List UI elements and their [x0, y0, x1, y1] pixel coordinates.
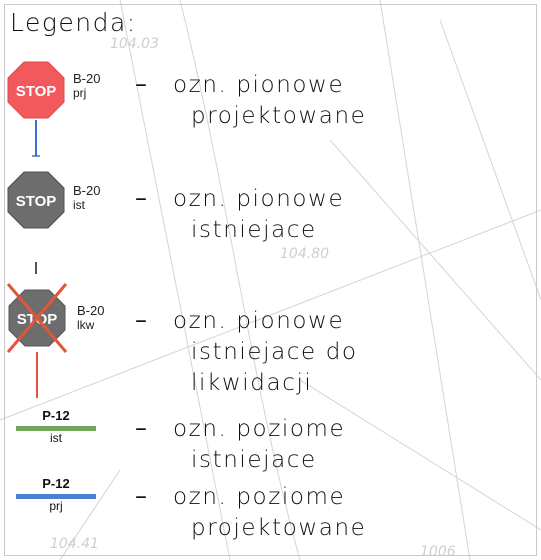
marking-code: P-12 — [42, 476, 70, 491]
stop-sign-existing-icon: STOP — [7, 171, 65, 274]
stop-sign-removal-icon: STOP — [6, 283, 68, 398]
legend-frame — [4, 4, 537, 556]
dash: – — [135, 306, 147, 334]
svg-text:STOP: STOP — [16, 193, 57, 210]
svg-text:STOP: STOP — [16, 83, 57, 100]
map-label-a: 104.03 — [110, 36, 159, 52]
marking-sub: ist — [50, 431, 62, 445]
dash: – — [135, 414, 147, 442]
map-label-b: 104.80 — [280, 246, 329, 262]
marking-code: P-12 — [42, 408, 70, 423]
legend-title: Legenda: — [10, 8, 137, 37]
marking-sub: prj — [49, 499, 63, 513]
map-label-c: 104.41 — [50, 536, 99, 552]
marking-existing-icon — [16, 426, 96, 431]
dash: – — [135, 70, 147, 98]
dash: – — [135, 184, 147, 212]
map-label-d: 1006 — [420, 544, 456, 560]
marking-projected-icon — [16, 494, 96, 499]
dash: – — [135, 482, 147, 510]
stop-sign-projected-icon: STOP — [7, 61, 65, 157]
